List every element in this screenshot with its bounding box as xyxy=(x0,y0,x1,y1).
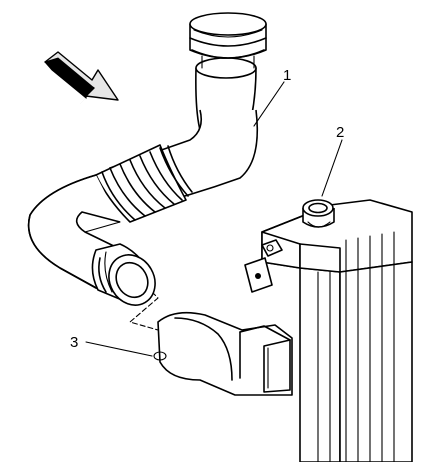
callout-1: 1 xyxy=(283,67,291,84)
front-direction-arrow-icon xyxy=(44,51,119,104)
radiator-cap-neck xyxy=(302,199,335,228)
leader-line-2 xyxy=(321,139,343,197)
air-cleaner-outlet xyxy=(153,311,293,396)
callout-3: 3 xyxy=(70,334,78,351)
air-intake-duct xyxy=(27,12,267,306)
leader-line-3 xyxy=(85,341,153,357)
radiator-assembly xyxy=(244,199,413,462)
leader-line-1 xyxy=(253,81,285,127)
callout-2: 2 xyxy=(336,124,344,141)
connection-guide-line xyxy=(129,291,159,331)
